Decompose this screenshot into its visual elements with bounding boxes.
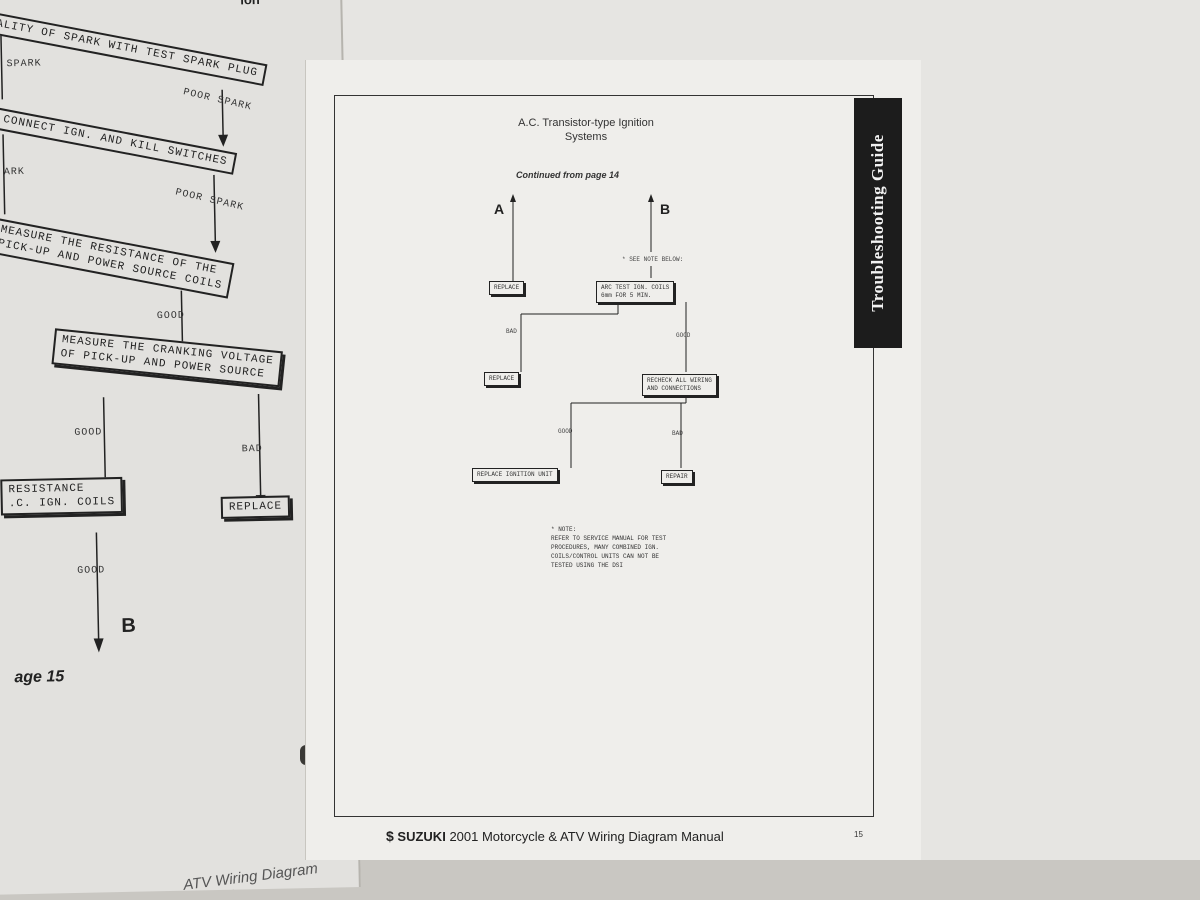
page-footer: $ SUZUKI 2001 Motorcycle & ATV Wiring Di… [386, 828, 724, 844]
label-ark: ARK [3, 166, 25, 179]
footer-text: 2001 Motorcycle & ATV Wiring Diagram Man… [449, 829, 724, 844]
left-header-fragment: ion [240, 0, 260, 7]
label-bad-2: BAD [672, 430, 683, 437]
resistance-coils-box: RESISTANCE .C. IGN. COILS [0, 476, 124, 516]
replace-box: REPLACE [220, 495, 291, 519]
connector-b: B [660, 201, 671, 217]
label-good-2: GOOD [558, 428, 573, 435]
left-footer-fragment: age 15 [14, 668, 65, 687]
note-heading: * NOTE: [551, 526, 577, 533]
note-body: REFER TO SERVICE MANUAL FOR TEST PROCEDU… [551, 535, 667, 569]
continued-label: Continued from page 14 [516, 170, 620, 180]
page-frame [334, 95, 874, 817]
see-note-label: * SEE NOTE BELOW: [622, 256, 684, 263]
connector-a: A [494, 201, 505, 217]
label-good-3: GOOD [77, 565, 106, 577]
repair-box: REPAIR [661, 470, 693, 484]
label-bad-1: BAD [506, 328, 517, 335]
arc-test-box: ARC TEST IGN. COILS 6mm FOR 5 MIN. [596, 281, 675, 303]
side-tab: Troubleshooting Guide [854, 98, 902, 348]
flowchart-lines [510, 194, 687, 468]
page-title: A.C. Transistor-type Ignition Systems [456, 116, 716, 144]
label-good-1: GOOD [676, 332, 691, 339]
label-good-2: GOOD [74, 427, 103, 439]
page-number: 15 [854, 830, 863, 839]
label-bad: BAD [241, 443, 263, 456]
replace-box-1: REPLACE [489, 281, 525, 295]
title-line-2: Systems [564, 131, 608, 143]
label-spark: SPARK [6, 58, 42, 71]
suzuki-logo: $ [386, 828, 394, 844]
replace-box-2: REPLACE [484, 372, 520, 386]
note-block: * NOTE: REFER TO SERVICE MANUAL FOR TEST… [551, 525, 666, 570]
left-page: ion ALITY OF SPARK WITH TEST SPARK PLUG … [0, 0, 361, 895]
title-line-1: A.C. Transistor-type Ignition [518, 117, 654, 129]
label-good-1: GOOD [156, 310, 186, 323]
replace-ignition-unit-box: REPLACE IGNITION UNIT [472, 468, 558, 482]
recheck-box: RECHECK ALL WIRING AND CONNECTIONS [642, 374, 717, 396]
connector-b-left: B [121, 614, 137, 637]
footer-brand: SUZUKI [397, 829, 446, 844]
right-page: Troubleshooting Guide A.C. Transistor-ty… [305, 60, 921, 860]
